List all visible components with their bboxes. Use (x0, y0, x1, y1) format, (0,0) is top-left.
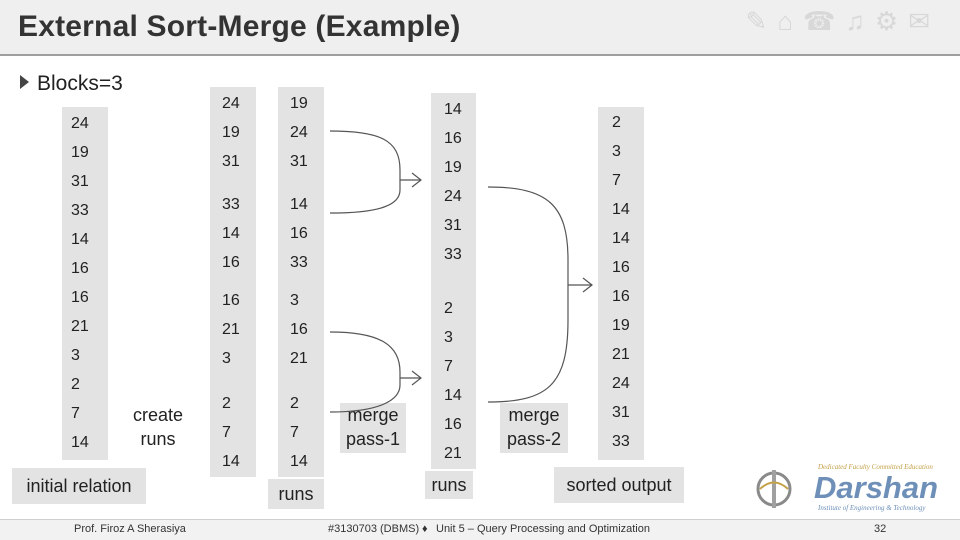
runs1-b-value: 16 (290, 225, 308, 242)
runs2-value: 33 (444, 246, 462, 263)
initial-relation-value: 16 (71, 260, 89, 277)
sorted-output-value: 16 (612, 288, 630, 305)
initial-relation-value: 2 (71, 376, 80, 393)
runs1-b-value: 3 (290, 292, 299, 309)
runs1-b-value: 21 (290, 350, 308, 367)
runs1-a-value: 24 (222, 95, 240, 112)
initial-relation-value: 16 (71, 289, 89, 306)
initial-relation-value: 33 (71, 202, 89, 219)
runs2-label: runs (425, 471, 473, 499)
arrow-pass1-bottom (329, 331, 420, 379)
runs2-value: 2 (444, 300, 453, 317)
runs1-a-value: 7 (222, 424, 231, 441)
runs1-b-value: 24 (290, 124, 308, 141)
arrow-pass2-bottom (487, 285, 569, 403)
sorted-output-value: 7 (612, 172, 621, 189)
merge-pass-2-line-2: pass-2 (506, 429, 562, 449)
runs1-column-a (210, 87, 256, 477)
arrow-pass1-top-lower (329, 180, 401, 214)
merge-pass-1-line-2: pass-1 (345, 429, 401, 449)
initial-relation-value: 31 (71, 173, 89, 190)
runs1-a-value: 2 (222, 395, 231, 412)
bullet-text: Blocks=3 (37, 72, 123, 95)
sorted-output-value: 19 (612, 317, 630, 334)
arrow-pass2-top (487, 186, 592, 286)
sorted-output-value: 16 (612, 259, 630, 276)
footer-separator: ♦ (422, 523, 428, 535)
runs1-b-value: 31 (290, 153, 308, 170)
title-bar: External Sort-Merge (Example) ✎⌂☎♫⚙✉ (0, 0, 960, 56)
runs1-label: runs (268, 479, 324, 509)
runs2-value: 19 (444, 159, 462, 176)
sorted-output-value: 2 (612, 114, 621, 131)
initial-relation-column (62, 107, 108, 460)
arrow-pass1-bottom-lower (329, 378, 401, 413)
runs1-a-value: 16 (222, 254, 240, 271)
sorted-output-value: 3 (612, 143, 621, 160)
sorted-output-value: 24 (612, 375, 630, 392)
sorted-output-value: 21 (612, 346, 630, 363)
initial-relation-value: 19 (71, 144, 89, 161)
merge-pass-2-label: merge pass-2 (500, 403, 568, 453)
runs1-a-value: 19 (222, 124, 240, 141)
bullet-blocks: Blocks=3 (20, 72, 123, 96)
runs2-column (431, 93, 476, 469)
logo-tagline: Dedicated Faculty Committed Education (817, 463, 933, 471)
runs2-value: 14 (444, 387, 462, 404)
runs2-value: 14 (444, 101, 462, 118)
runs1-column-b (278, 87, 324, 477)
logo-name: Darshan (814, 470, 938, 505)
darshan-logo: Dedicated Faculty Committed Education Da… (756, 463, 938, 512)
runs2-value: 24 (444, 188, 462, 205)
runs1-b-value: 16 (290, 321, 308, 338)
footer-page: 32 (874, 523, 887, 535)
runs2-value: 21 (444, 445, 462, 462)
runs1-b-value: 2 (290, 395, 299, 412)
logo-subtitle: Institute of Engineering & Technology (817, 504, 926, 512)
initial-relation-value: 21 (71, 318, 89, 335)
runs1-a-value: 33 (222, 196, 240, 213)
initial-relation-label: initial relation (12, 468, 146, 504)
sorted-output-column (598, 107, 644, 460)
sorted-output-label: sorted output (554, 467, 684, 503)
runs1-b-value: 33 (290, 254, 308, 271)
runs2-value: 3 (444, 329, 453, 346)
runs1-b-value: 19 (290, 95, 308, 112)
sorted-output-value: 31 (612, 404, 630, 421)
initial-relation-value: 24 (71, 115, 89, 132)
decorative-doodles-icon: ✎⌂☎♫⚙✉ (745, 6, 940, 36)
arrow-pass1-top (329, 130, 420, 181)
runs2-value: 16 (444, 416, 462, 433)
initial-relation-value: 7 (71, 405, 80, 422)
create-runs-label: create runs (124, 403, 192, 451)
runs1-b-value: 14 (290, 453, 308, 470)
runs1-b-value: 7 (290, 424, 299, 441)
bullet-arrow-icon (20, 75, 29, 89)
merge-pass-2-line-1: merge (508, 405, 560, 425)
runs2-value: 16 (444, 130, 462, 147)
runs1-b-value: 14 (290, 196, 308, 213)
initial-relation-value: 3 (71, 347, 80, 364)
runs1-a-value: 16 (222, 292, 240, 309)
footer-author: Prof. Firoz A Sherasiya (74, 523, 186, 535)
runs1-a-value: 14 (222, 225, 240, 242)
initial-relation-value: 14 (71, 434, 89, 451)
initial-relation-value: 14 (71, 231, 89, 248)
runs1-a-value: 14 (222, 453, 240, 470)
sorted-output-value: 14 (612, 230, 630, 247)
footer-unit: Unit 5 – Query Processing and Optimizati… (436, 523, 650, 535)
runs2-value: 31 (444, 217, 462, 234)
sorted-output-value: 14 (612, 201, 630, 218)
runs2-value: 7 (444, 358, 453, 375)
runs1-a-value: 3 (222, 350, 231, 367)
runs1-a-value: 21 (222, 321, 240, 338)
footer: Prof. Firoz A Sherasiya #3130703 (DBMS) … (0, 519, 960, 540)
runs1-a-value: 31 (222, 153, 240, 170)
create-runs-line-1: create (132, 405, 184, 425)
footer-course: #3130703 (DBMS) (328, 523, 420, 535)
create-runs-line-2: runs (140, 429, 176, 449)
slide-title: External Sort-Merge (Example) (18, 10, 461, 43)
sorted-output-value: 33 (612, 433, 630, 450)
